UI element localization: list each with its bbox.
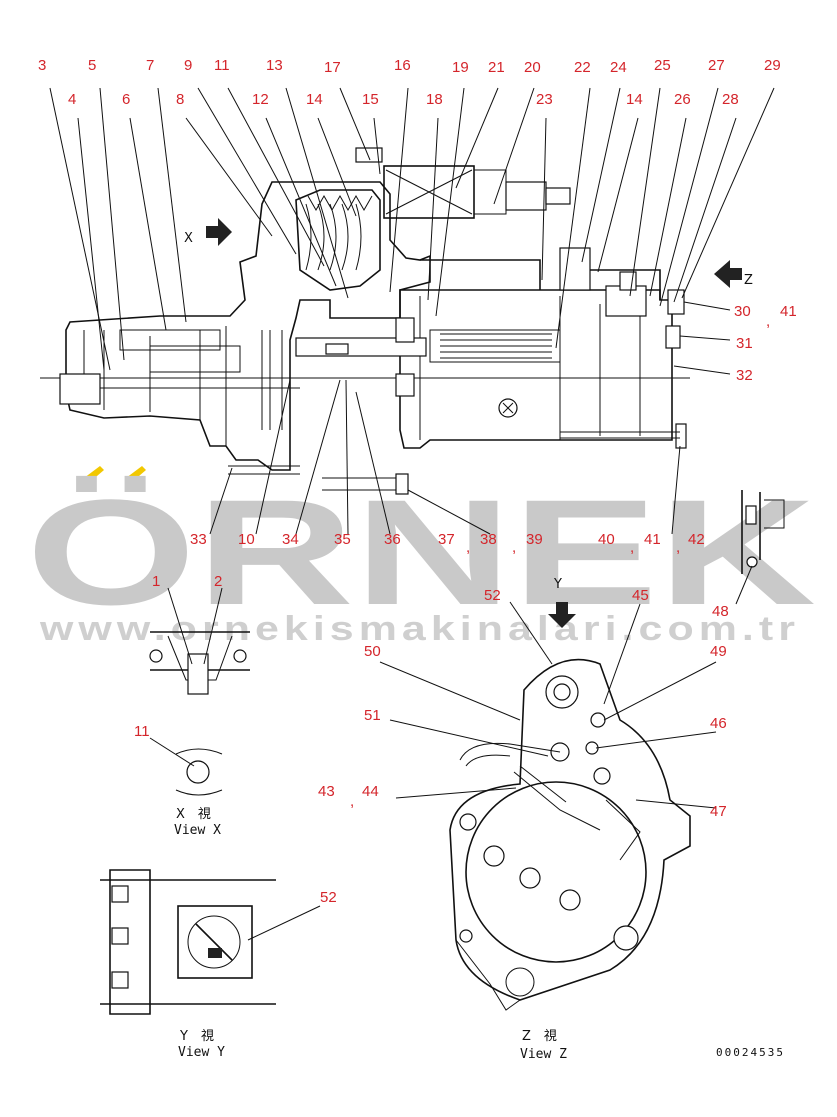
callout-label: 41 bbox=[644, 531, 661, 548]
callout-label: 45 bbox=[632, 587, 649, 604]
view-x-caption-en: View X bbox=[174, 823, 221, 838]
callout-label: 13 bbox=[266, 57, 283, 74]
callout-label: 34 bbox=[282, 531, 299, 548]
detail-pins bbox=[149, 587, 250, 695]
callout-label: 49 bbox=[710, 643, 727, 660]
callout-label: 2 bbox=[214, 573, 222, 590]
callout-label: 6 bbox=[122, 91, 130, 108]
callout-label: 40 bbox=[598, 531, 615, 548]
view-x-caption-jp: X 視 bbox=[176, 807, 211, 822]
callout-separator: , bbox=[512, 539, 516, 556]
callout-label: 32 bbox=[736, 367, 753, 384]
view-y-arrow-icon bbox=[548, 602, 576, 628]
callout-labels: 3 5 7 9 11 13 17 16 19 21 20 22 24 25 27… bbox=[38, 57, 797, 906]
callout-label: 22 bbox=[574, 59, 591, 76]
callout-label: 35 bbox=[334, 531, 351, 548]
callout-label: 25 bbox=[654, 57, 671, 74]
callout-separator: , bbox=[466, 539, 470, 556]
callout-label: 15 bbox=[362, 91, 379, 108]
callout-label: 52 bbox=[320, 889, 337, 906]
view-y-caption-en: View Y bbox=[178, 1045, 225, 1060]
callout-label: 4 bbox=[68, 91, 76, 108]
callout-label: 33 bbox=[190, 531, 207, 548]
view-captions: X 視 View X Y 視 View Y Z 視 View Z bbox=[174, 807, 567, 1062]
detail-48 bbox=[735, 490, 785, 605]
callout-label: 20 bbox=[524, 59, 541, 76]
callout-label: 14 bbox=[626, 91, 643, 108]
callout-label: 11 bbox=[214, 57, 230, 74]
callout-label: 24 bbox=[610, 59, 627, 76]
callout-label: 46 bbox=[710, 715, 727, 732]
callout-label: 8 bbox=[176, 91, 184, 108]
callout-label: 27 bbox=[708, 57, 725, 74]
callout-label: 48 bbox=[712, 603, 729, 620]
callout-label: 52 bbox=[484, 587, 501, 604]
callout-label: 29 bbox=[764, 57, 781, 74]
callout-label: 12 bbox=[252, 91, 269, 108]
callout-label: 26 bbox=[674, 91, 691, 108]
callout-label: 43 bbox=[318, 783, 335, 800]
callout-label: 41 bbox=[780, 303, 797, 320]
view-y-letter: Y bbox=[553, 577, 562, 592]
callout-label: 7 bbox=[146, 57, 154, 74]
view-letters: X Z Y bbox=[184, 231, 753, 592]
callout-label: 5 bbox=[88, 57, 96, 74]
callout-label: 1 bbox=[152, 573, 160, 590]
view-z-detail bbox=[379, 601, 717, 1011]
callout-label: 36 bbox=[384, 531, 401, 548]
view-z-caption-jp: Z 視 bbox=[522, 1029, 557, 1044]
callout-label: 17 bbox=[324, 59, 341, 76]
callout-label: 30 bbox=[734, 303, 751, 320]
callout-label: 38 bbox=[480, 531, 497, 548]
watermark-brand: ÖRNEK bbox=[26, 468, 816, 636]
callout-separator: , bbox=[766, 313, 770, 330]
callout-label: 11 bbox=[134, 723, 150, 740]
view-x-letter: X bbox=[184, 231, 193, 246]
callout-label: 37 bbox=[438, 531, 455, 548]
callout-separator: , bbox=[630, 539, 634, 556]
document-number: 00024535 bbox=[716, 1046, 785, 1059]
callout-separator: , bbox=[350, 793, 354, 810]
callout-label: 28 bbox=[722, 91, 739, 108]
starter-motor-section bbox=[40, 87, 775, 535]
callout-label: 31 bbox=[736, 335, 753, 352]
callout-label: 50 bbox=[364, 643, 381, 660]
view-z-caption-en: View Z bbox=[520, 1047, 567, 1062]
callout-label: 39 bbox=[526, 531, 543, 548]
callout-label: 47 bbox=[710, 803, 727, 820]
callout-separator: , bbox=[676, 539, 680, 556]
watermark-dots-icon bbox=[84, 466, 146, 482]
callout-label: 44 bbox=[362, 783, 379, 800]
callout-label: 21 bbox=[488, 59, 505, 76]
callout-label: 9 bbox=[184, 57, 192, 74]
callout-label: 23 bbox=[536, 91, 553, 108]
callout-label: 10 bbox=[238, 531, 255, 548]
view-z-arrow-icon bbox=[714, 260, 742, 288]
callout-label: 18 bbox=[426, 91, 443, 108]
view-y-detail bbox=[100, 869, 321, 1015]
view-x-arrow-icon bbox=[206, 218, 232, 246]
callout-label: 16 bbox=[394, 57, 411, 74]
callout-label: 14 bbox=[306, 91, 323, 108]
callout-label: 3 bbox=[38, 57, 46, 74]
callout-label: 51 bbox=[364, 707, 381, 724]
callout-label: 42 bbox=[688, 531, 705, 548]
watermark: ÖRNEK www.ornekismakinalari.com.tr bbox=[26, 466, 816, 648]
callout-label: 19 bbox=[452, 59, 469, 76]
view-z-letter: Z bbox=[744, 273, 753, 288]
view-x-detail bbox=[149, 737, 223, 796]
view-y-caption-jp: Y 視 bbox=[179, 1029, 214, 1044]
watermark-url: www.ornekismakinalari.com.tr bbox=[39, 610, 800, 648]
